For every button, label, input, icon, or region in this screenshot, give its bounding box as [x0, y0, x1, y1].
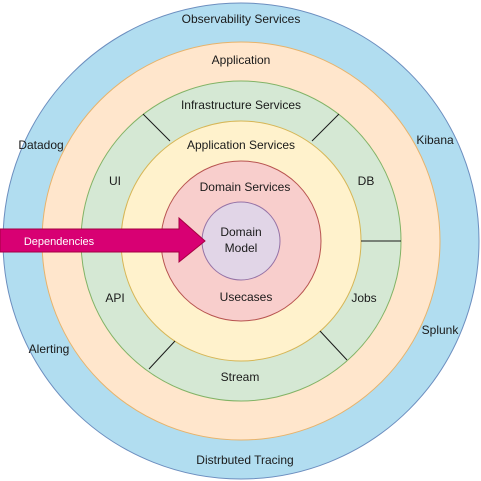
infrastructure-services-label: Infrastructure Services	[181, 98, 301, 112]
application-label: Application	[212, 53, 271, 67]
ui-label: UI	[109, 174, 121, 188]
usecases-label: Usecases	[220, 290, 273, 304]
stream-label: Stream	[221, 370, 260, 384]
observability-services-label: Observability Services	[182, 12, 301, 26]
datadog-label: Datadog	[18, 138, 63, 152]
domain-model-label-line1: Domain	[220, 225, 261, 239]
separator-jobs-stream	[319, 330, 348, 361]
dependencies-arrow	[0, 216, 206, 264]
api-label: API	[105, 291, 124, 305]
distributed-tracing-label: Distrbuted Tracing	[196, 453, 293, 467]
domain-services-label: Domain Services	[200, 180, 291, 194]
separator-infra-db	[311, 113, 340, 142]
jobs-label: Jobs	[351, 291, 376, 305]
separator-stream-api	[148, 340, 176, 370]
application-services-label: Application Services	[187, 138, 295, 152]
splunk-label: Splunk	[422, 323, 460, 337]
infrastructure-separators	[142, 113, 401, 370]
kibana-label: Kibana	[416, 133, 454, 147]
dependencies-label: Dependencies	[24, 236, 95, 248]
separator-ui-infra	[142, 113, 171, 142]
alerting-label: Alerting	[29, 342, 70, 356]
db-label: DB	[358, 174, 375, 188]
domain-model-label-line2: Model	[225, 241, 258, 255]
